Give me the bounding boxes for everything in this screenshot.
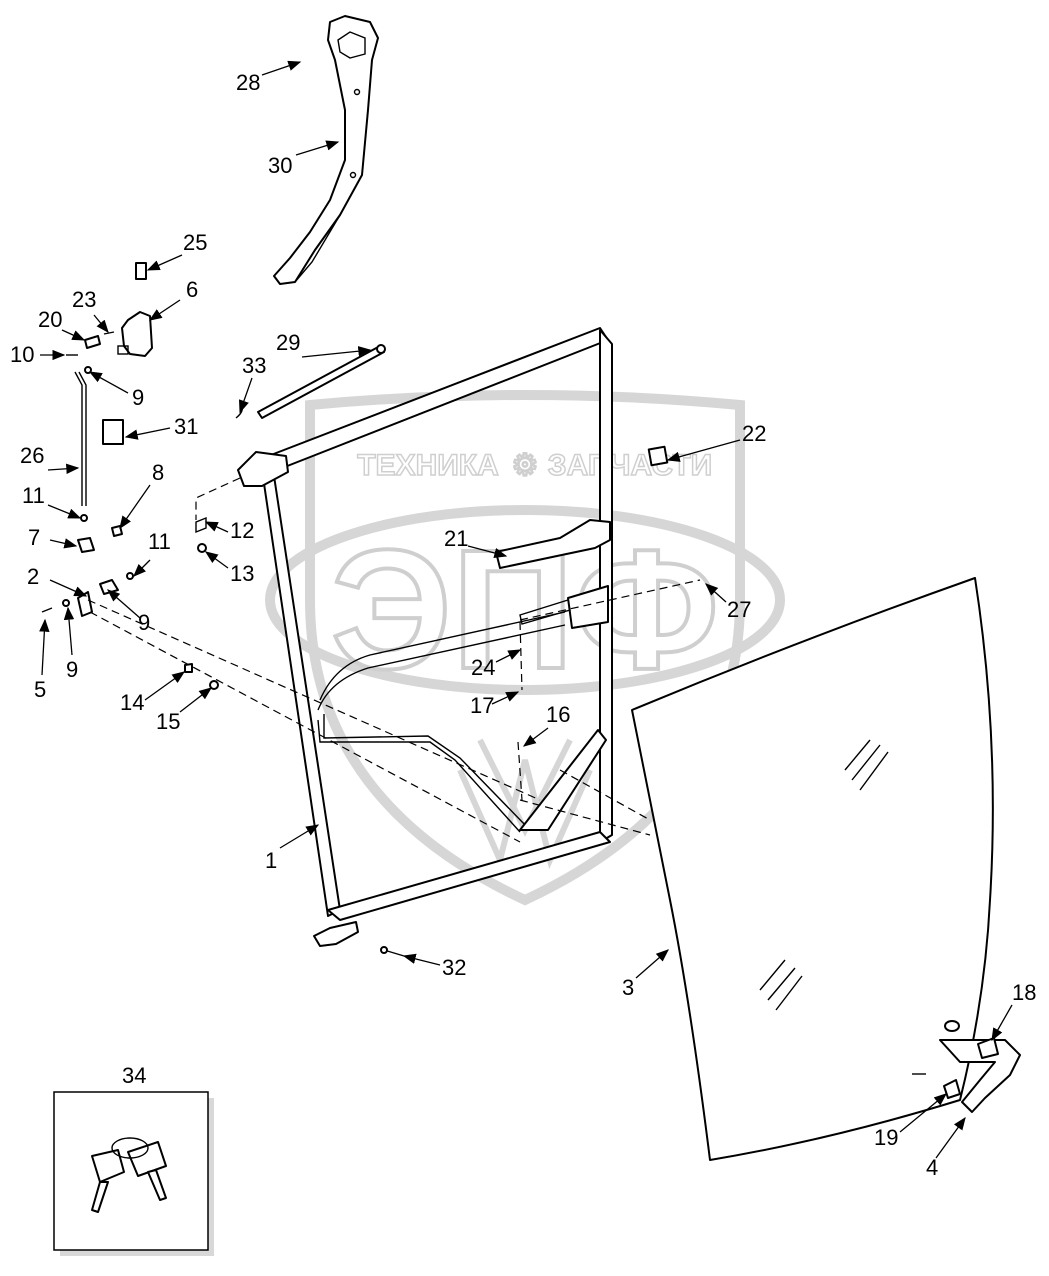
callout-28: 28 (236, 70, 260, 95)
callout-30: 30 (268, 153, 292, 178)
callout-18: 18 (1012, 980, 1036, 1005)
gas-strut (235, 344, 386, 419)
callout-5: 5 (34, 677, 46, 702)
callout-32: 32 (442, 955, 466, 980)
callout-9-b: 9 (138, 610, 150, 635)
callout-15: 15 (156, 709, 180, 734)
callout-31: 31 (174, 414, 198, 439)
door-glass (631, 577, 994, 1161)
callout-33: 33 (242, 353, 266, 378)
callout-24: 24 (471, 655, 495, 680)
callout-20: 20 (38, 307, 62, 332)
callout-9-c: 9 (66, 657, 78, 682)
callout-22: 22 (742, 421, 766, 446)
callout-13: 13 (230, 561, 254, 586)
callout-19: 19 (874, 1125, 898, 1150)
callout-2: 2 (27, 564, 39, 589)
callout-11-a: 11 (22, 483, 45, 508)
pin-32 (380, 946, 405, 957)
callout-1: 1 (265, 848, 277, 873)
callout-11-b: 11 (148, 529, 171, 554)
assembly-lines (87, 477, 701, 843)
callout-26: 26 (20, 443, 44, 468)
leader-lines (39, 60, 1013, 1159)
keys-inset (53, 1091, 214, 1256)
watermark-oval (265, 505, 785, 695)
watermark-text-left: ТЕХНИКА (357, 449, 499, 482)
callout-7: 7 (28, 525, 40, 550)
callout-29: 29 (276, 330, 300, 355)
callout-25: 25 (183, 230, 207, 255)
pillar-trim (273, 15, 379, 285)
watermark-text-right: ЗАПЧАСТИ (548, 449, 712, 482)
door-frame (237, 327, 669, 947)
door-handle (912, 1020, 1021, 1113)
callout-34: 34 (122, 1063, 146, 1088)
callout-23: 23 (72, 287, 96, 312)
callout-4: 4 (926, 1155, 938, 1180)
callout-8: 8 (152, 460, 164, 485)
callout-21: 21 (444, 526, 468, 551)
rod-assembly (41, 366, 219, 690)
watermark-gear-icon: ⚙ (512, 449, 539, 482)
callout-6: 6 (186, 277, 198, 302)
callout-12: 12 (230, 518, 254, 543)
callout-14: 14 (120, 690, 144, 715)
callout-10: 10 (10, 342, 34, 367)
watermark-big-text: ЭПФ (331, 515, 719, 705)
callout-16: 16 (546, 702, 570, 727)
latch-assembly (66, 262, 153, 357)
callout-labels: 1 2 3 4 5 6 7 8 9 9 9 10 11 11 12 13 14 … (10, 70, 1036, 1180)
callout-17: 17 (470, 693, 494, 718)
callout-27: 27 (727, 597, 751, 622)
callout-9-a: 9 (132, 385, 144, 410)
callout-3: 3 (622, 975, 634, 1000)
